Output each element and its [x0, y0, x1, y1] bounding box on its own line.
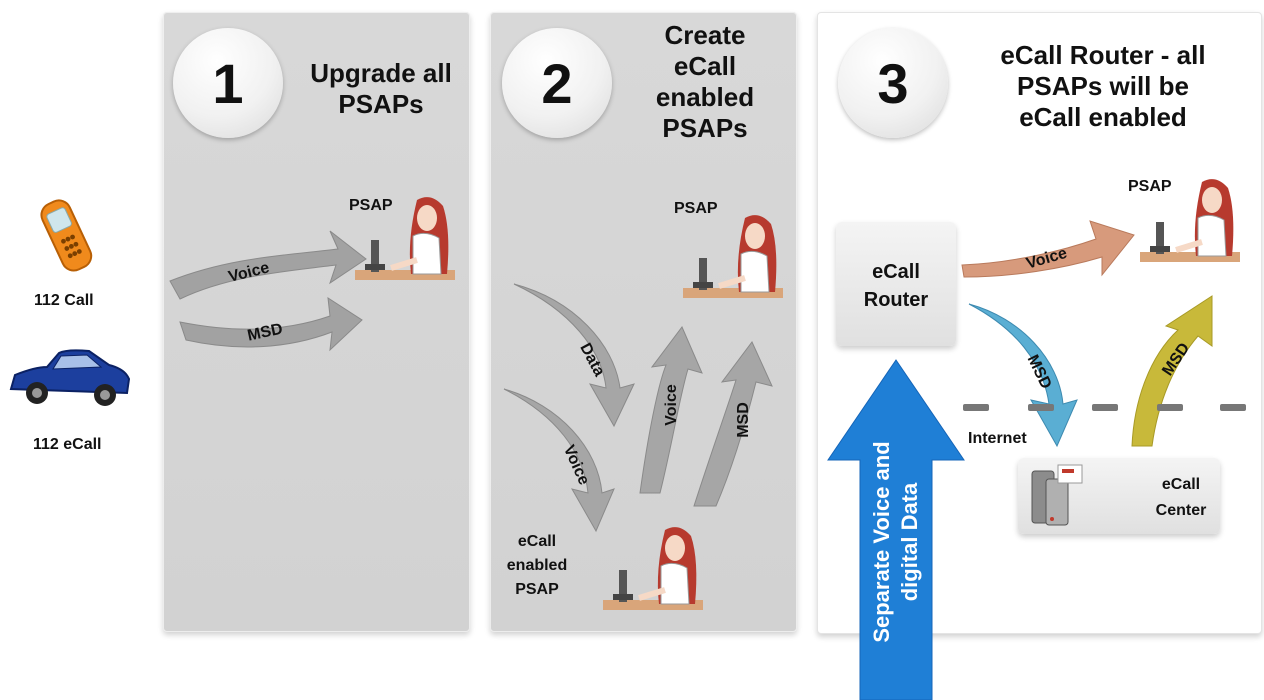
step-3-circle: 3 [838, 28, 948, 138]
panel-3-msd-up-arrow: MSD [1131, 295, 1213, 447]
panel-1-psap-label: PSAP [349, 197, 393, 214]
psap-operator-icon [355, 197, 455, 280]
panel-2-voice-up-text: Voice [663, 384, 680, 426]
internet-label: Internet [968, 430, 1027, 447]
panel-3-voice-arrow: Voice [961, 220, 1135, 278]
panel-2-voice-up-arrow: Voice [639, 326, 703, 494]
psap-operator-icon [603, 527, 703, 610]
phone-label: 112 Call [34, 292, 94, 309]
panel-1-msd-arrow: MSD [179, 297, 363, 352]
panel-2-data-arrow: Data [513, 283, 635, 428]
panel-3-psap-label: PSAP [1128, 178, 1172, 195]
panel-2-msd-up-text: MSD [735, 402, 752, 438]
psap-operator-icon [1140, 179, 1240, 262]
step-1-circle: 1 [173, 28, 283, 138]
mobile-phone-icon [40, 199, 93, 272]
ecall-router-box [836, 222, 956, 346]
panel-2-psap-label: PSAP [674, 200, 718, 217]
car-icon [9, 349, 131, 406]
panel-2-msd-up-arrow: MSD [693, 341, 773, 507]
panel-2-voice-down-arrow: Voice [503, 388, 615, 533]
step-2-circle: 2 [502, 28, 612, 138]
panel-3-msd-down-arrow: MSD [968, 303, 1078, 448]
car-label: 112 eCall [33, 436, 102, 453]
psap-operator-icon [683, 215, 783, 298]
server-icon [1031, 464, 1083, 526]
separate-voice-data-arrow [827, 359, 965, 700]
panel-1-voice-arrow: Voice [169, 230, 367, 300]
